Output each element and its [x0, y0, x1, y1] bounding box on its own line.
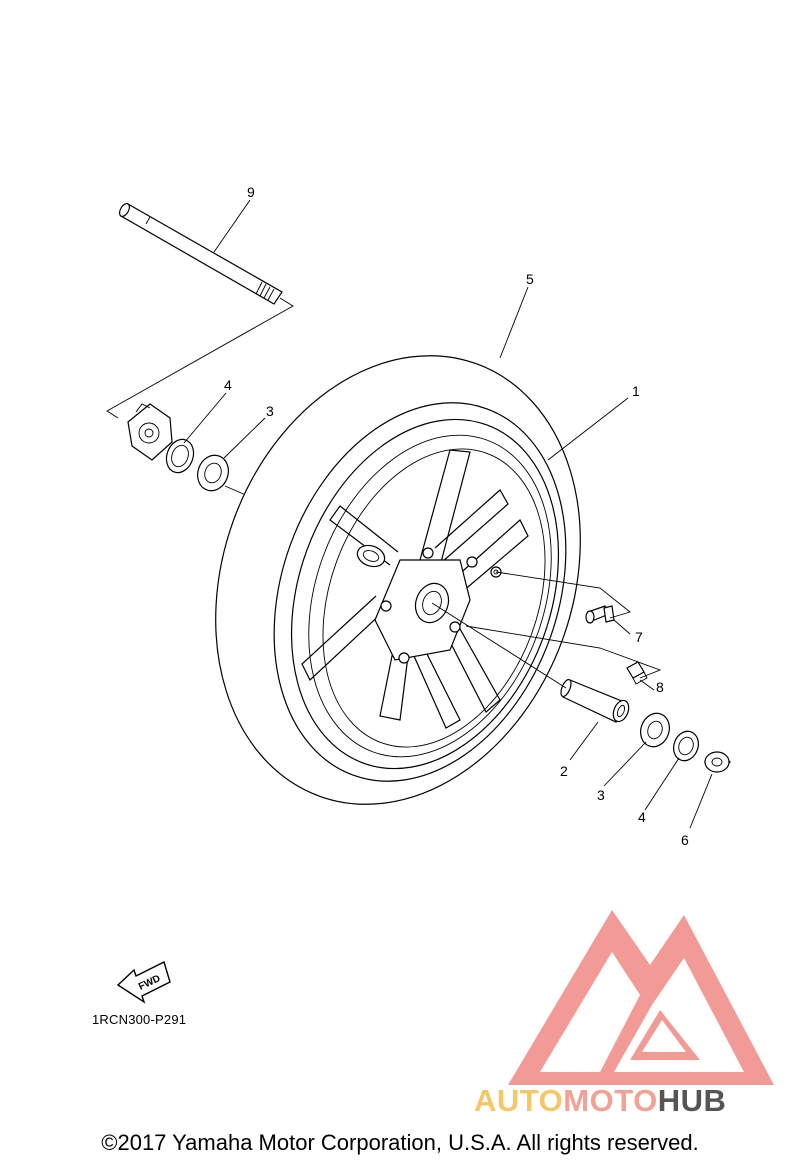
part-2-spacer	[560, 678, 630, 723]
part-8-collar	[704, 751, 731, 773]
callout-4-right: 4	[638, 809, 646, 825]
leader-lines	[183, 199, 713, 829]
callout-3-left: 3	[266, 403, 274, 419]
copyright-text: ©2017 Yamaha Motor Corporation, U.S.A. A…	[101, 1130, 699, 1155]
spacer-guide-line	[431, 602, 567, 689]
part-9-axle	[118, 203, 283, 305]
part-4-collar-left	[127, 403, 173, 461]
callout-4-left: 4	[224, 377, 232, 393]
callout-9: 9	[247, 184, 255, 200]
watermark-logo-icon	[508, 910, 774, 1085]
part-4-seal-left	[165, 438, 195, 474]
brand-hub: HUB	[657, 1083, 727, 1118]
fwd-arrow-icon: FWD	[116, 961, 171, 1004]
part-1-wheel	[290, 418, 560, 770]
callout-8: 6	[681, 832, 689, 848]
brand-auto: AUTO	[474, 1083, 564, 1118]
part-6-valve	[585, 605, 615, 624]
watermark-brand: AUTOMOTOHUB	[474, 1083, 726, 1119]
callout-7: 8	[656, 679, 664, 695]
callout-2: 2	[560, 763, 568, 779]
axle-guide-line	[106, 297, 294, 419]
part-3-bearing-left	[197, 454, 229, 492]
part-4-seal-right	[673, 730, 699, 762]
callout-5: 5	[526, 271, 534, 287]
diagram-code: 1RCN300-P291	[92, 1012, 187, 1027]
callout-6: 7	[635, 629, 643, 645]
part-7-weight	[626, 661, 648, 685]
callout-1: 1	[632, 383, 640, 399]
part-3-bearing-right	[640, 712, 670, 748]
callout-3-right: 3	[597, 787, 605, 803]
brand-moto: MOTO	[563, 1083, 658, 1118]
valve-guide-line	[495, 571, 631, 619]
weight-guide-line	[465, 625, 662, 679]
